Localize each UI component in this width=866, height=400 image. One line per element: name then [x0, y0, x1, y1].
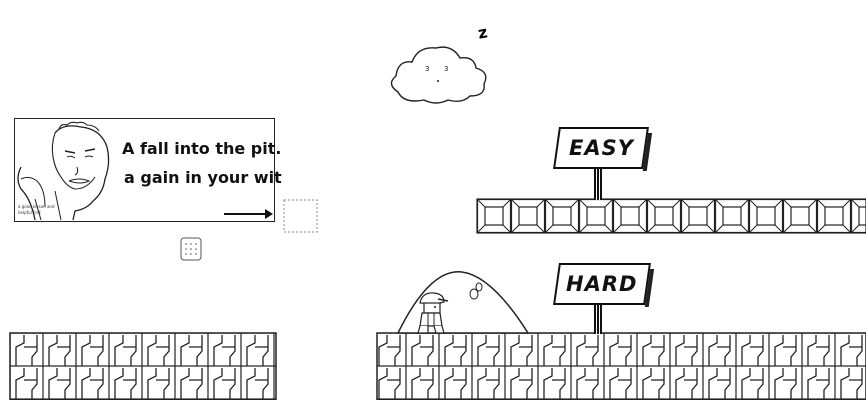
ground-right [376, 332, 866, 400]
meme-face-illustration [17, 121, 110, 220]
arrow-right-icon [224, 209, 273, 219]
player-character[interactable] [417, 292, 449, 334]
easy-sign[interactable]: EASY [553, 127, 649, 169]
easy-sign-pole [594, 166, 602, 200]
hint-billboard: A fall into the pit. a gain in your wit … [14, 118, 282, 222]
cloud-icon: 3 3 [390, 46, 487, 104]
hidden-block-icon[interactable] [283, 199, 318, 233]
easy-platform [476, 198, 866, 234]
question-block-icon[interactable] [180, 237, 202, 261]
hard-sign[interactable]: HARD [553, 263, 651, 305]
hard-sign-label: HARD [566, 272, 638, 296]
ground-left [9, 332, 277, 400]
easy-sign-label: EASY [568, 136, 634, 160]
hard-sign-pole [594, 302, 602, 334]
billboard-line-2: a gain in your wit [124, 168, 282, 187]
hill [396, 271, 530, 334]
svg-text:3: 3 [444, 65, 448, 73]
billboard-line-1: A fall into the pit. [122, 139, 282, 158]
svg-text:3: 3 [425, 65, 429, 73]
billboard-caption: a good lesson and helpful hint [18, 204, 55, 215]
